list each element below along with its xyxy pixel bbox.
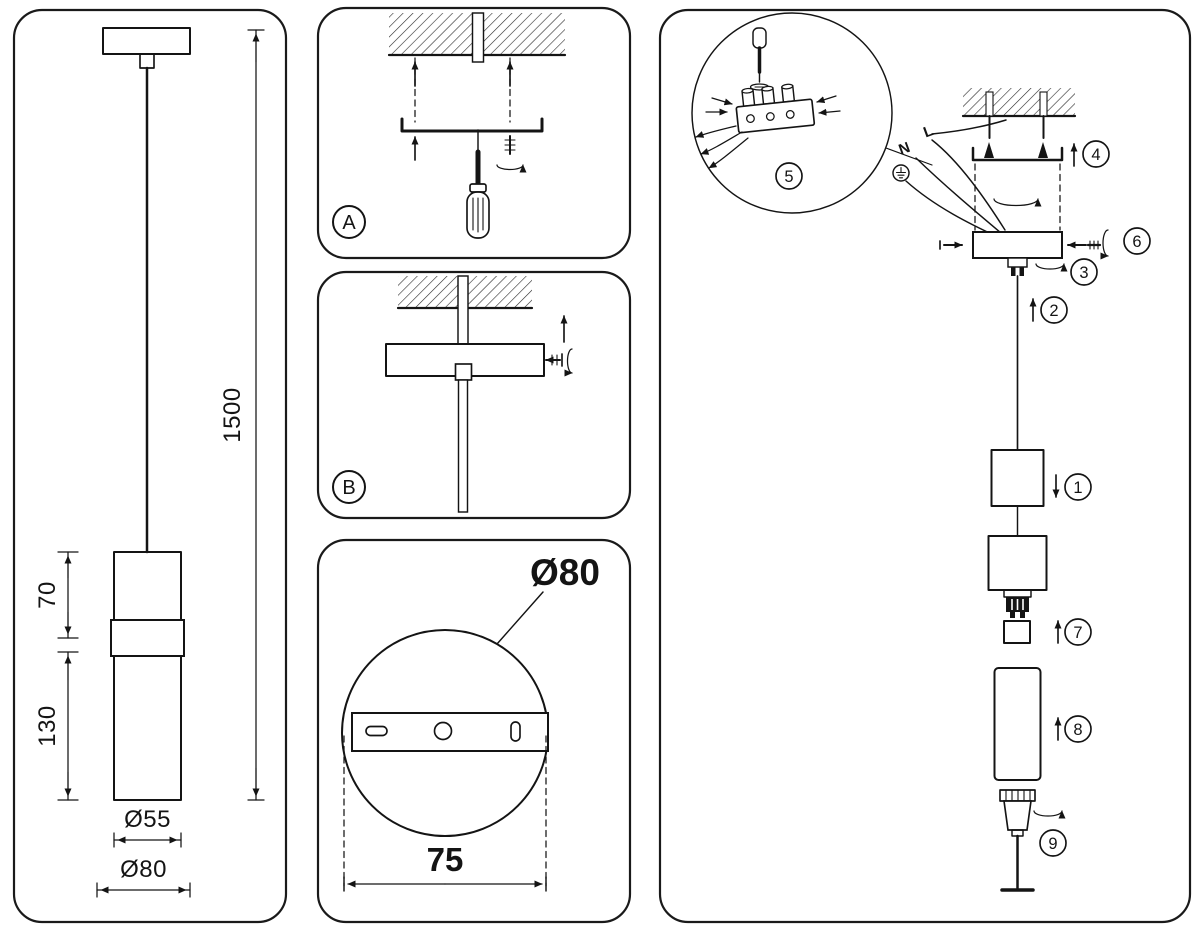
terminal-block [735, 83, 816, 134]
dim-d55-label: Ø55 [124, 806, 171, 833]
assembly-panel: 5 4 [658, 8, 1192, 924]
step-1-number: 1 [1073, 479, 1082, 497]
screwdriver-icon [466, 129, 490, 239]
rotate-arrow-icon [1100, 229, 1109, 260]
step-5-number: 5 [784, 168, 793, 186]
center-hole [433, 721, 453, 741]
panel-outline [316, 6, 632, 260]
mounting-bracket [400, 117, 544, 133]
plate-diameter-label: Ø80 [530, 552, 600, 593]
step-4-number: 4 [1091, 146, 1100, 164]
panel-outline [658, 8, 1192, 924]
dim-hole-spacing: 75 [343, 735, 547, 892]
terminal-detail-circle: 5 [691, 12, 893, 214]
cable-lock [454, 363, 473, 381]
side-screw-rotation-icon [545, 315, 573, 377]
step-7-badge: 7 [1064, 618, 1092, 646]
step-4-badge: 4 [1082, 140, 1110, 168]
screw-arrow-icon [984, 142, 994, 158]
step-8-number: 8 [1073, 721, 1082, 739]
ceiling-canopy [972, 231, 1063, 259]
step-6-badge: 6 [1123, 227, 1151, 255]
lamp-mid-band [110, 619, 185, 657]
bottom-cap-assembly [999, 789, 1036, 892]
canopy-screw-left-icon [939, 240, 963, 250]
step-b-letter: B [342, 477, 355, 499]
dim-75-label: 75 [427, 841, 464, 878]
canopy-plate-panel: Ø80 75 [316, 538, 632, 924]
ceiling-hatch [961, 88, 1077, 139]
dim-d80-label: Ø80 [120, 856, 167, 883]
dim-canopy-diameter: Ø80 [96, 856, 191, 898]
step-9-number: 9 [1048, 835, 1057, 853]
detail-leader-line [885, 147, 933, 166]
threaded-rod [457, 275, 469, 345]
anchor-marks [411, 57, 514, 123]
dim-130-label: 130 [34, 705, 61, 747]
retainer-ring [1003, 620, 1031, 644]
ground-symbol-icon [892, 164, 910, 182]
leader-line [496, 591, 544, 645]
mini-screwdriver-icon [749, 27, 770, 91]
ceiling-hatch [387, 12, 567, 63]
dimension-drawing-panel: 1500 70 130 Ø55 [12, 8, 288, 924]
dim-lower-body: 130 [34, 651, 79, 801]
canopy-screw-right-icon [1067, 229, 1109, 260]
step-2-badge: 2 [1040, 296, 1068, 324]
dim-70-label: 70 [34, 581, 61, 609]
panel-outline [12, 8, 288, 924]
slot-hole-left [365, 725, 388, 737]
pendant-lamp-side-view [102, 27, 191, 801]
mounting-bracket [971, 142, 1064, 162]
drill-hole [1039, 91, 1048, 117]
canopy-cable-lock [1007, 257, 1028, 276]
step-8-badge: 8 [1064, 715, 1092, 743]
step-1-badge: 1 [1064, 473, 1092, 501]
step-2-number: 2 [1049, 302, 1058, 320]
mounting-plate [351, 712, 549, 752]
step-a-badge: A [332, 205, 366, 239]
dim-overall-drop: 1500 [219, 29, 265, 801]
step-a-letter: A [342, 212, 356, 234]
step-3-number: 3 [1079, 264, 1088, 282]
step-7-number: 7 [1073, 624, 1082, 642]
threaded-rod [471, 12, 485, 63]
drill-hole [985, 91, 994, 117]
wire-arrows [695, 95, 841, 169]
dim-1500-label: 1500 [219, 387, 246, 442]
panel-outline [316, 270, 632, 520]
step-b-panel: B [316, 270, 632, 520]
dim-shade-diameter: Ø55 [113, 806, 182, 848]
rotate-arrow-icon [993, 198, 1042, 207]
step-a-panel: A [316, 6, 632, 260]
ceiling-hatch [396, 275, 534, 345]
screw-rotation-icon [496, 135, 527, 173]
slot-hole-right [510, 721, 521, 742]
step-6-number: 6 [1132, 233, 1141, 251]
step-b-badge: B [332, 470, 366, 504]
lamp-lower-body [113, 655, 182, 801]
rotate-arrow-icon [1033, 810, 1066, 819]
step-3-badge: 3 [1070, 258, 1098, 286]
step-5-badge: 5 [775, 162, 803, 190]
dim-upper-body: 70 [34, 551, 79, 639]
rotate-arrow-icon [1035, 263, 1068, 272]
socket-housing [987, 535, 1048, 618]
screw-arrow-icon [1038, 142, 1048, 158]
step-9-badge: 9 [1039, 829, 1067, 857]
glass-shade [993, 667, 1042, 781]
suspension-rod [457, 379, 469, 513]
